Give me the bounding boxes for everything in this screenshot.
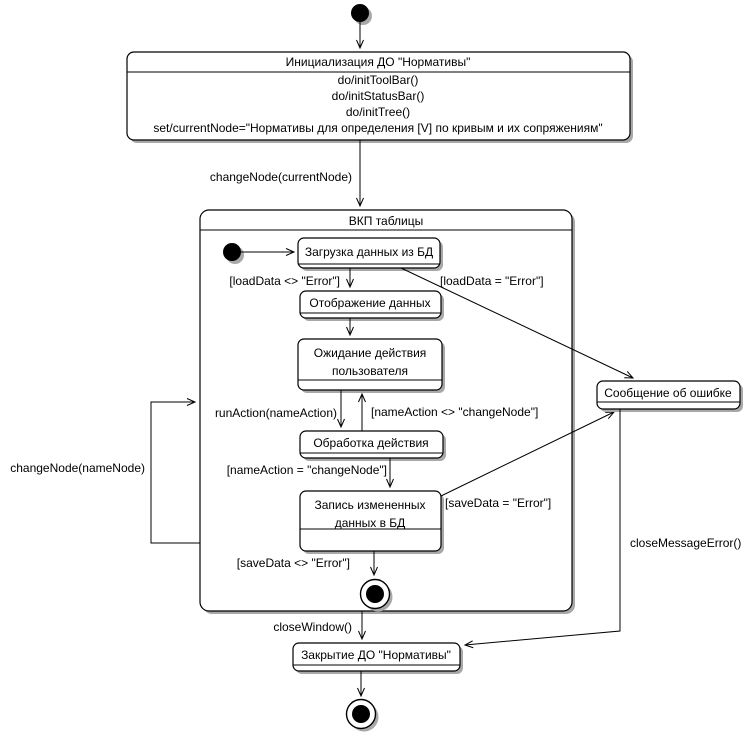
final-node-inner-dot <box>366 585 384 603</box>
state-save-data: Запись измененных данных в БД <box>299 490 444 554</box>
state-init-title: Инициализация ДО "Нормативы" <box>286 55 471 69</box>
final-node-bottom <box>345 698 379 732</box>
label-close-window: closeWindow() <box>273 620 352 634</box>
state-display-title: Отображение данных <box>309 296 430 310</box>
state-load-box <box>297 237 441 269</box>
state-error-message: Сообщение об ошибке <box>596 380 743 412</box>
state-save-title-line2: данных в БД <box>335 516 406 530</box>
state-close-title: Закрытие ДО "Нормативы" <box>301 648 451 662</box>
final-node-inner <box>359 578 393 612</box>
edge-composite-self-loop <box>150 398 200 544</box>
label-change-node-current: changeNode(currentNode) <box>210 170 352 184</box>
final-node-bottom-dot <box>352 705 370 723</box>
state-init-action-3: do/initTree() <box>346 105 410 119</box>
state-wait-box <box>297 338 443 391</box>
edge-error-to-close <box>463 409 621 649</box>
state-close-do: Закрытие ДО "Нормативы" <box>292 642 463 674</box>
state-process-action: Обработка действия <box>299 430 446 461</box>
state-init: Инициализация ДО "Нормативы" do/initTool… <box>126 51 633 143</box>
label-action-not-change-node: [nameAction <> "changeNode"] <box>371 405 538 419</box>
state-composite-box <box>199 209 573 612</box>
initial-node-inner-dot <box>223 243 241 261</box>
state-wait-user: Ожидание действия пользователя <box>297 338 445 393</box>
label-close-message-error: closeMessageError() <box>630 536 741 550</box>
state-process-box <box>299 430 444 459</box>
state-save-box <box>299 490 442 552</box>
state-init-action-2: do/initStatusBar() <box>332 89 425 103</box>
label-action-change-node: [nameAction = "changeNode"] <box>227 463 387 477</box>
state-load-data: Загрузка данных из БД <box>297 237 443 271</box>
edge-load-error <box>400 267 635 379</box>
initial-node-dot <box>351 4 369 22</box>
state-load-title: Загрузка данных из БД <box>305 245 433 259</box>
label-load-ok: [loadData <> "Error"] <box>229 274 340 288</box>
state-init-action-1: do/initToolBar() <box>338 73 419 87</box>
state-save-title-line1: Запись измененных <box>314 498 425 512</box>
initial-node-top <box>351 4 372 25</box>
initial-node-inner <box>223 243 244 264</box>
state-composite-vkp: ВКП таблицы <box>199 209 575 614</box>
state-wait-title-line2: пользователя <box>332 364 408 378</box>
edge-save-error <box>440 411 616 497</box>
label-save-ok: [saveData <> "Error"] <box>237 556 350 570</box>
state-wait-title-line1: Ожидание действия <box>314 346 427 360</box>
state-init-action-4: set/currentNode="Нормативы для определен… <box>153 121 602 135</box>
state-close-box <box>292 642 461 672</box>
state-display-data: Отображение данных <box>299 290 444 321</box>
label-run-action: runAction(nameAction) <box>215 406 337 420</box>
state-display-box <box>299 290 442 319</box>
state-process-title: Обработка действия <box>313 436 428 450</box>
label-load-error: [loadData = "Error"] <box>440 274 544 288</box>
label-change-node-name: changeNode(nameNode) <box>10 461 145 475</box>
state-init-box <box>126 51 631 141</box>
state-error-title: Сообщение об ошибке <box>604 386 732 400</box>
state-composite-title: ВКП таблицы <box>349 214 424 228</box>
label-save-error: [saveData = "Error"] <box>445 496 551 510</box>
